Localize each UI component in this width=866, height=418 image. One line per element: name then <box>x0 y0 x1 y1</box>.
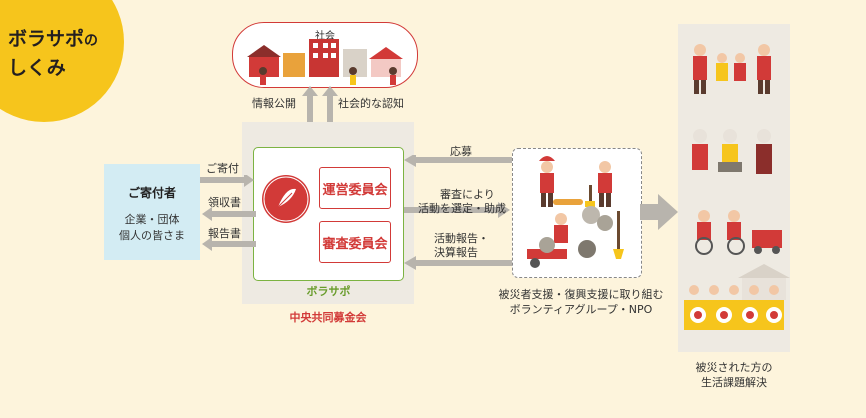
donor-sub: 企業・団体 個人の皆さま <box>104 212 200 244</box>
society-title: 社会 <box>315 31 335 42</box>
donation-label: ご寄付 <box>206 162 239 175</box>
volunteer-arrows <box>404 155 512 270</box>
activity-report-line1: 活動報告・ <box>434 232 489 245</box>
social-recognition-label: 社会的な認知 <box>338 97 404 110</box>
donor-title: ご寄付者 <box>127 186 176 200</box>
badge-line1-suffix: の <box>84 33 99 49</box>
volunteer-caption: 被災者支援・復興支援に取り組む ボランティアグループ・NPO <box>486 287 676 317</box>
badge-line1: ボラサポ <box>8 28 85 50</box>
donor-box: ご寄付者 企業・団体 個人の皆さま <box>104 164 200 260</box>
donor-sub-line2: 個人の皆さま <box>119 229 185 242</box>
volunteers-illustration <box>527 156 624 268</box>
result-caption-line1: 被災された方の <box>695 361 773 374</box>
volunteer-box <box>512 148 642 278</box>
volunteer-caption-line1: 被災者支援・復興支援に取り組む <box>498 288 664 301</box>
review-committee: 審査委員会 <box>319 221 391 263</box>
borasapo-seal-logo <box>262 175 310 223</box>
volunteer-caption-line2: ボランティアグループ・NPO <box>509 303 653 316</box>
activity-report-line2: 決算報告 <box>434 246 478 259</box>
badge-line2: しくみ <box>8 57 66 79</box>
badge-title: ボラサポの しくみ <box>8 26 118 82</box>
town-illustration <box>247 39 403 85</box>
steering-committee: 運営委員会 <box>319 167 391 209</box>
big-arrow-icon <box>640 194 678 230</box>
result-caption-line2: 生活課題解決 <box>701 376 767 389</box>
receipt-label: 領収書 <box>208 196 241 209</box>
result-caption: 被災された方の 生活課題解決 <box>666 360 802 390</box>
beneficiaries-panel <box>678 24 790 352</box>
donor-arrows <box>200 175 256 251</box>
beneficiaries-illustration <box>684 44 790 330</box>
society-box: 社会 <box>232 22 418 88</box>
select-label-line2: 活動を選定・助成 <box>418 202 506 215</box>
central-fund-name: 中央共同募金会 <box>289 311 367 324</box>
select-label-line1: 審査により <box>440 188 495 201</box>
feather-icon <box>263 176 309 222</box>
borasapo-name: ボラサポ <box>306 285 351 298</box>
apply-label: 応募 <box>450 145 472 158</box>
report-label: 報告書 <box>208 227 241 240</box>
info-public-label: 情報公開 <box>252 97 296 110</box>
donor-sub-line1: 企業・団体 <box>124 213 180 226</box>
society-arrows <box>302 86 338 124</box>
